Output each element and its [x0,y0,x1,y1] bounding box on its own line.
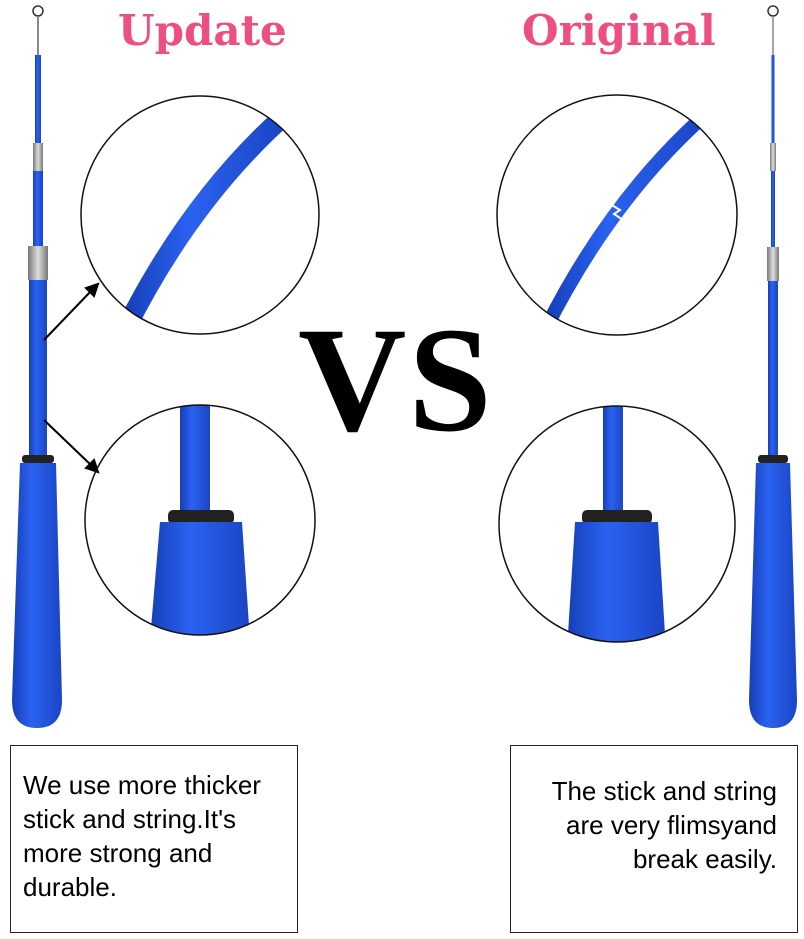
zoom-circle-original-string [496,94,738,336]
zoom-circle-update-handle [84,404,316,636]
arrows [43,282,100,474]
left-rod [12,5,62,728]
heading-original: Original [522,6,716,55]
right-rod [749,5,797,728]
update-description-box: We use more thicker stick and string.It'… [10,745,298,933]
zoom-circle-update-string [80,95,320,335]
original-description: The stick and string are very flimsyand … [551,776,777,874]
heading-update: Update [118,6,287,55]
update-description: We use more thicker stick and string.It'… [23,770,261,902]
zoom-circle-original-handle [498,405,736,643]
original-description-box: The stick and string are very flimsyand … [510,745,798,933]
versus-label: VS [298,297,494,463]
